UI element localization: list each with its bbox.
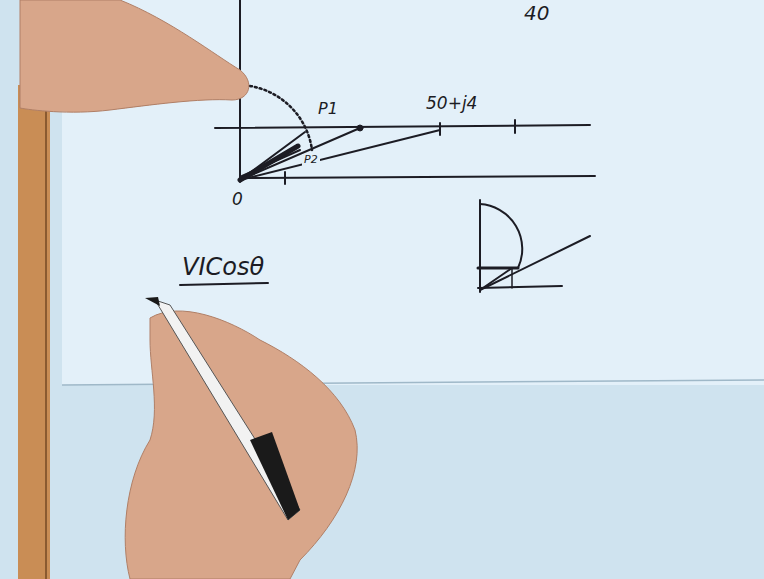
vertical-axis	[479, 200, 481, 292]
point	[357, 125, 363, 131]
main-phasor-figure	[180, 0, 595, 285]
point-label: P1	[316, 100, 340, 118]
semicircle-locus	[240, 85, 312, 150]
point-label: P2	[302, 154, 320, 166]
tick	[284, 172, 286, 184]
horizontal-axis	[240, 176, 595, 178]
phasor	[480, 268, 512, 290]
pen-grip	[250, 432, 300, 520]
finger	[20, 0, 249, 112]
impedance-label: 50+j4	[424, 94, 479, 113]
formula: VICosθ	[180, 254, 266, 280]
semicircle-locus	[480, 204, 522, 268]
hands-and-pen	[20, 0, 357, 579]
origin-label: 0	[230, 190, 245, 209]
drop-line	[511, 268, 513, 288]
underline	[180, 283, 268, 285]
tick	[514, 120, 516, 133]
ruler-edge	[45, 85, 47, 579]
pen-tip	[145, 297, 160, 306]
small-phasor-figure	[478, 200, 590, 292]
pen-body	[155, 300, 300, 520]
ruler	[18, 85, 50, 579]
page-number: 40	[522, 2, 551, 24]
phasor-p2	[242, 150, 300, 176]
tick	[439, 123, 441, 135]
horizontal-axis	[478, 286, 562, 288]
phasor	[480, 236, 590, 290]
hand	[125, 311, 357, 579]
horizontal-line	[215, 125, 590, 128]
phasor	[240, 130, 440, 180]
